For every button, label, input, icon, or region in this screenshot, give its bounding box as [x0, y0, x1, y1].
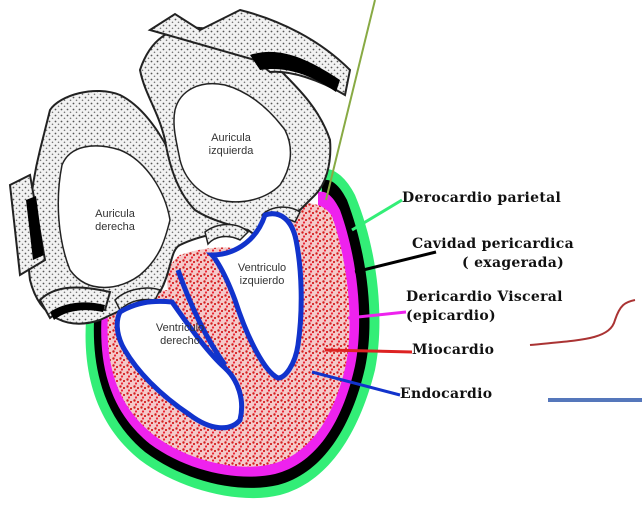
pointer-olive [326, 0, 375, 200]
auricula-derecha-line2: derecha [80, 221, 150, 234]
label-endocardio: Endocardio [400, 386, 492, 402]
curve-maroon [530, 300, 635, 345]
pointer-miocardio [325, 350, 412, 352]
ventriculo-derecho-line2: derecho [140, 335, 220, 348]
auricula-izquierda-line2: izquierda [196, 145, 266, 158]
label-visceral-line2: (epicardio) [406, 308, 496, 324]
auricula-derecha-line1: Auricula [80, 208, 150, 221]
ventriculo-izquierdo-label: Ventriculo izquierdo [222, 262, 302, 288]
label-cavidad-line2: ( exagerada) [462, 255, 564, 271]
label-pericardio-parietal: Derocardio parietal [402, 190, 561, 206]
label-miocardio: Miocardio [412, 342, 494, 358]
auricula-derecha-label: Auricula derecha [80, 208, 150, 234]
label-visceral-line1: Dericardio Visceral [406, 289, 563, 305]
ventriculo-izquierdo-line2: izquierdo [222, 275, 302, 288]
auricula-izquierda-line1: Auricula [196, 132, 266, 145]
auricula-izquierda-label: Auricula izquierda [196, 132, 266, 158]
label-cavidad-line1: Cavidad pericardica [412, 236, 574, 252]
valve-flap-left [205, 225, 248, 245]
ventriculo-derecho-label: Ventriculo derecho [140, 322, 220, 348]
ventriculo-derecho-line1: Ventriculo [140, 322, 220, 335]
ventriculo-izquierdo-line1: Ventriculo [222, 262, 302, 275]
